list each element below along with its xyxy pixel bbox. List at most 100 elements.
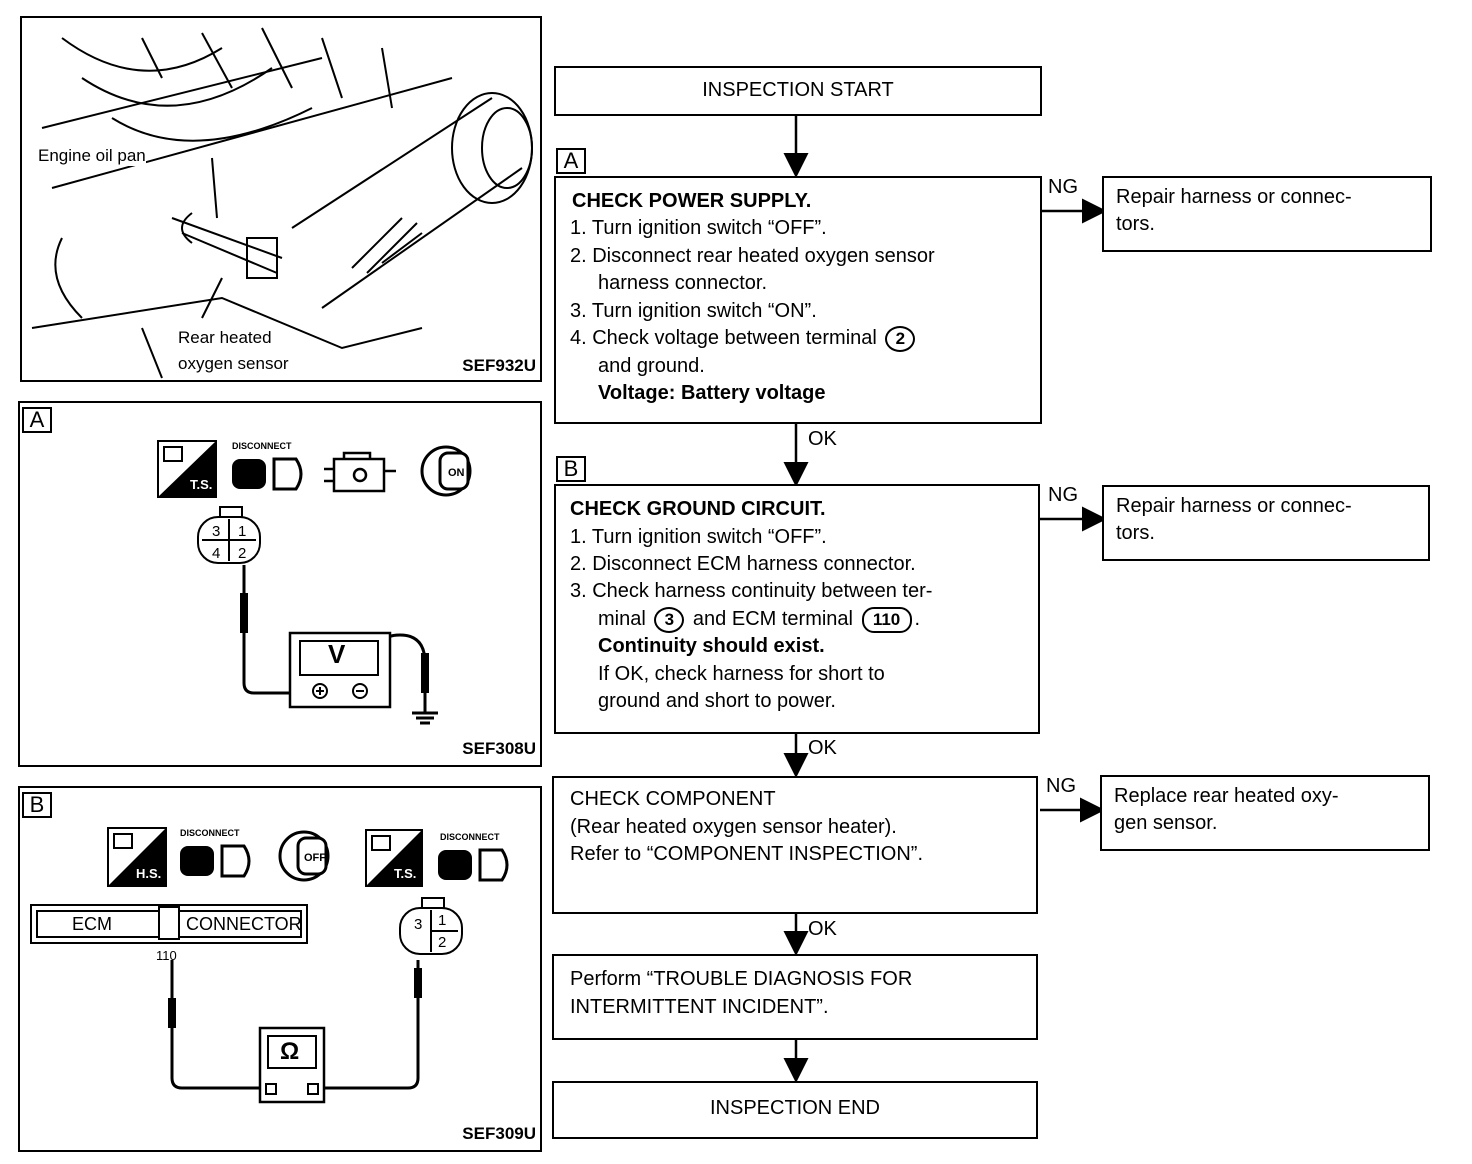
ignition-off-icon — [278, 830, 330, 882]
step-b-note1: If OK, check harness for short to — [598, 663, 885, 685]
step-c-line2: Refer to “COMPONENT INSPECTION”. — [570, 843, 924, 865]
step-a-line4a: 4. Check voltage between terminal — [570, 327, 877, 349]
step-b-line2: 2. Disconnect ECM harness connector. — [570, 553, 916, 575]
step-b-tag: B — [556, 456, 586, 482]
step-c-result-box: Replace rear heated oxy- gen sensor. — [1100, 775, 1430, 851]
step-a-tag: A — [556, 148, 586, 174]
inspection-end-box: INSPECTION END — [552, 1081, 1038, 1139]
step-b-ng: NG — [1048, 484, 1078, 506]
step-b-line3b: minal 3 and ECM terminal 110. — [598, 606, 920, 634]
sensor-connector-b — [399, 897, 463, 955]
step-a-title: CHECK POWER SUPPLY. — [572, 190, 812, 212]
step-a-line4b: and ground. — [598, 355, 705, 377]
step-c-ok: OK — [808, 918, 837, 940]
connector-disconnect-icon-1 — [180, 844, 251, 878]
undercar-illustration — [31, 27, 533, 379]
on-label: ON — [448, 467, 465, 479]
figure-b-continuity-check: B H.S. DISCONNECT OFF T.S. DISCONNECT EC… — [18, 786, 542, 1152]
pin-1: 1 — [238, 523, 247, 540]
voltmeter-symbol: V — [328, 639, 346, 669]
ignition-on-icon — [420, 445, 472, 497]
engine-icon — [324, 451, 396, 493]
hs-label: H.S. — [136, 866, 162, 881]
terminal-110-badge: 110 — [861, 606, 912, 633]
figure-a-voltage-check: A T.S. DISCONNECT ON 3 1 4 2 — [18, 401, 542, 767]
step-a-result-box: Repair harness or connec- tors. — [1102, 176, 1432, 252]
figure-code: SEF932U — [462, 356, 536, 375]
sensor-label-line1: Rear heated — [178, 328, 272, 348]
ohmmeter-wiring — [168, 960, 422, 1104]
pin-2: 2 — [238, 545, 247, 562]
perform-line1: Perform “TROUBLE DIAGNOSIS FOR — [570, 968, 913, 990]
disconnect-label-2: DISCONNECT — [440, 832, 500, 842]
step-a-result-line2: tors. — [1116, 213, 1155, 235]
step-a-line3: 3. Turn ignition switch “ON”. — [570, 300, 817, 322]
inspection-start-label: INSPECTION START — [702, 79, 894, 101]
ts-label: T.S. — [190, 477, 213, 492]
ecm-terminal-label: 110 — [156, 948, 177, 963]
connector-label: CONNECTOR — [186, 914, 302, 934]
off-label: OFF — [304, 852, 326, 864]
step-b-ok: OK — [808, 737, 837, 759]
inspection-end-label: INSPECTION END — [709, 1097, 881, 1119]
step-c-ng: NG — [1046, 775, 1076, 797]
harness-signal-icon — [107, 827, 167, 887]
voltmeter-wiring — [240, 565, 438, 725]
connector-disconnect-icon-2 — [438, 848, 509, 882]
terminal-3-badge: 3 — [654, 606, 685, 633]
sensor-label-line2: oxygen sensor — [178, 354, 289, 374]
step-b-line3b-mid: and ECM terminal — [692, 608, 853, 630]
step-b-result-line1: Repair harness or connec- — [1116, 495, 1352, 517]
step-c-box: CHECK COMPONENT (Rear heated oxygen sens… — [552, 776, 1038, 914]
step-a-line1: 1. Turn ignition switch “OFF”. — [570, 217, 827, 239]
step-b-line3a: 3. Check harness continuity between ter- — [570, 580, 933, 602]
pin-4: 4 — [212, 545, 221, 562]
disconnect-label-1: DISCONNECT — [180, 828, 240, 838]
step-a-ok: OK — [808, 428, 837, 450]
step-b-note2: ground and short to power. — [598, 690, 836, 712]
step-a-spec: Voltage: Battery voltage — [598, 382, 826, 404]
figure-b-tag: B — [22, 792, 52, 818]
step-b-line1: 1. Turn ignition switch “OFF”. — [570, 526, 827, 548]
step-c-result-line2: gen sensor. — [1114, 812, 1218, 834]
ecm-label: ECM — [72, 914, 112, 934]
oil-pan-label: Engine oil pan — [38, 146, 146, 166]
sensor-location-figure: Engine oil pan Rear heated oxygen sensor… — [20, 16, 542, 382]
step-c-title: CHECK COMPONENT — [570, 788, 776, 810]
pin-b-3: 3 — [414, 916, 423, 933]
step-c-line1: (Rear heated oxygen sensor heater). — [570, 816, 897, 838]
tester-icon — [157, 440, 217, 498]
perform-line2: INTERMITTENT INCIDENT”. — [570, 996, 829, 1018]
perform-box: Perform “TROUBLE DIAGNOSIS FOR INTERMITT… — [552, 954, 1038, 1040]
step-a-line2a: 2. Disconnect rear heated oxygen sensor — [570, 245, 935, 267]
ohmmeter-symbol: Ω — [280, 1038, 300, 1065]
step-b-box: CHECK GROUND CIRCUIT. 1. Turn ignition s… — [554, 484, 1040, 734]
figure-a-tag: A — [22, 407, 52, 433]
step-b-result-box: Repair harness or connec- tors. — [1102, 485, 1430, 561]
step-b-spec: Continuity should exist. — [598, 635, 825, 657]
ecm-pin-box — [158, 906, 180, 940]
step-b-result-line2: tors. — [1116, 522, 1155, 544]
step-a-line2b: harness connector. — [598, 272, 767, 294]
pin-b-2: 2 — [438, 934, 447, 951]
connector-disconnect-icon — [232, 457, 303, 491]
pin-b-1: 1 — [438, 912, 447, 929]
step-a-result-line1: Repair harness or connec- — [1116, 186, 1352, 208]
disconnect-label: DISCONNECT — [232, 441, 292, 451]
pin-3: 3 — [212, 523, 221, 540]
step-b-line3b-post: . — [914, 608, 921, 630]
figure-a-code: SEF308U — [462, 739, 536, 758]
step-b-title: CHECK GROUND CIRCUIT. — [570, 498, 826, 520]
sensor-connector — [197, 506, 261, 564]
figure-b-code: SEF309U — [462, 1124, 536, 1143]
tester-icon-b — [365, 829, 423, 887]
terminal-2-badge: 2 — [885, 325, 916, 352]
ts-label-b: T.S. — [394, 866, 417, 881]
inspection-start-box: INSPECTION START — [554, 66, 1042, 116]
step-a-line4: 4. Check voltage between terminal 2 — [570, 325, 918, 353]
step-b-line3b-pre: minal — [598, 608, 646, 630]
step-c-result-line1: Replace rear heated oxy- — [1114, 785, 1339, 807]
step-a-box: CHECK POWER SUPPLY. 1. Turn ignition swi… — [554, 176, 1042, 424]
step-a-ng: NG — [1048, 176, 1078, 198]
